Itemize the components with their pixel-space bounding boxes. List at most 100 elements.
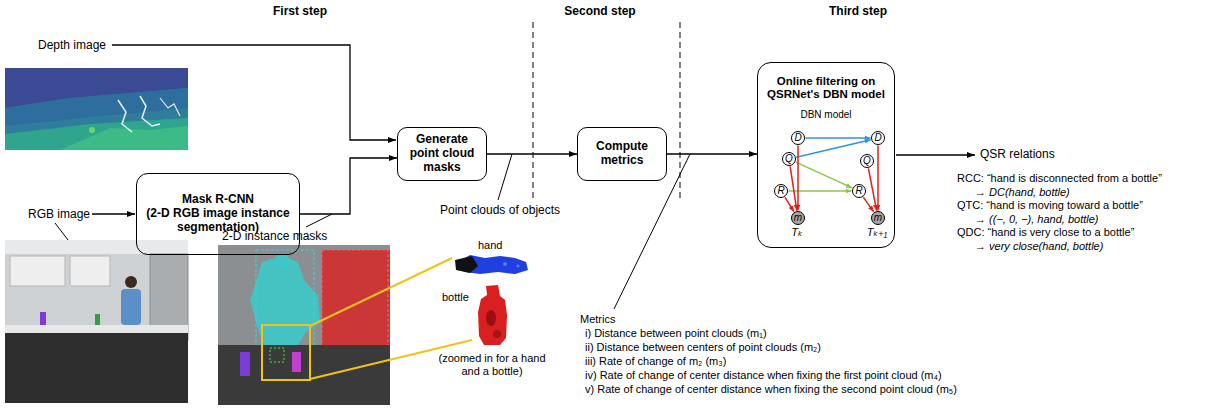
hand-cloud [456,255,528,274]
photo-cabinet [70,256,110,286]
flow-arrow [300,158,397,214]
depth-noise [160,98,180,116]
figure-label: 2-D instance masks [222,229,327,243]
relation-term: → DC(hand, bottle) [975,186,1070,199]
metric-item: i) Distance between point clouds (m₁) [585,327,767,340]
instance-mask-picture [218,245,390,405]
rgb-input-arrow [92,213,135,214]
node-symbol: m [874,213,882,223]
photo-wall [5,240,188,403]
photo-ceiling [5,240,188,254]
figure-label: Point clouds of objects [440,203,560,217]
relation-term: → very close(hand, bottle) [975,240,1103,253]
dbn-observed-node: m [871,211,885,225]
dependency-arrow [868,168,876,210]
node-symbol: R [855,186,862,196]
cloud-point [503,262,507,266]
photo-person-body [121,289,141,325]
leader-line [498,154,512,200]
dbn-node: R [774,184,788,198]
node-symbol: m [794,213,802,223]
dependency-arrow [790,166,797,210]
photo-bottle [40,312,46,325]
detection-box [270,348,284,362]
step-separator [533,22,534,198]
node-symbol: R [777,186,784,196]
dependency-arrow [877,146,879,211]
metric-item: iv) Rate of change of center distance wh… [585,369,942,382]
dependency-arrow [797,146,799,211]
bottle-cloud-shade [486,310,496,326]
box-title: Generate point cloud masks [402,133,482,174]
process-box: Generate point cloud masks [397,127,487,181]
node-symbol: Q [863,156,871,166]
dependency-arrow [796,140,870,158]
dbn-node: Q [782,152,796,166]
box-title: Online filtering on QSRNet's DBN model [762,75,890,101]
relation-text: QDC: “hand is very close to a bottle” [957,226,1134,239]
box-title: Compute metrics [582,140,662,168]
depth-region [5,118,188,150]
time-slice-label: Tₖ₊₁ [857,226,897,239]
node-symbol: Q [785,154,793,164]
output-label: QSR relations [980,147,1055,161]
rgb-image-picture [5,240,188,403]
flow-arrow [487,153,577,154]
node-symbol: D [874,133,881,143]
dbn-node: Q [860,154,874,168]
mask-ground [218,245,390,405]
relation-text: QTC: “hand is moving toward a bottle” [957,199,1143,212]
box-text: DBN model [762,109,890,121]
photo-bottle [95,314,100,325]
dbn-node: R [852,184,866,198]
step-separator [680,22,681,198]
output-arrow [896,154,975,155]
input-label: Depth image [38,38,106,52]
detection-box [256,250,314,348]
hand-point-cloud [455,255,528,274]
dbn-node: D [871,131,885,145]
depth-region [60,126,188,150]
depth-noise [118,100,132,132]
hand-cloud-shadow [455,256,478,273]
leader-line [306,214,332,227]
zoom-line [310,258,452,326]
model-box: Online filtering on QSRNet's DBN modelDB… [757,62,895,248]
input-label: RGB image [28,207,90,221]
object-label: hand [478,239,502,252]
depth-image-picture [5,68,188,150]
metric-item: ii) Distance between centers of point cl… [585,341,821,354]
metric-item: iii) Rate of change of m₂ (m₃) [585,355,726,368]
box-title: Mask R-CNN [141,193,295,207]
leader-line [614,154,690,309]
bottle-point-cloud [478,285,507,345]
dbn-node: D [791,131,805,145]
bottle-mask [240,352,250,376]
leader-line [55,223,68,240]
cloud-point [516,264,519,267]
step-heading: Third step [798,4,918,18]
dependency-arrow [796,162,852,188]
figure-note: (zoomed in for a hand and a bottle) [437,352,547,378]
metric-item: v) Rate of change of center distance whe… [585,383,957,396]
dependency-arrow [806,137,871,139]
dependency-arrow [863,197,873,212]
metrics-heading: Metrics [580,313,615,326]
mask-counter [218,345,390,405]
time-slice-label: Tₖ [782,226,812,239]
bottle-mask [292,352,301,372]
zoom-frame [262,325,310,380]
depth-ground [5,68,188,150]
photo-person-head [125,276,137,288]
flow-arrow [667,153,757,154]
depth-noise [140,96,160,126]
step-heading: Second step [540,4,660,18]
photo-cabinet [10,256,65,286]
depth-input-arrow [112,45,396,140]
photo-countertop [5,325,188,333]
dbn-observed-node: m [791,211,805,225]
dependency-arrow [785,197,794,211]
step-heading: First step [240,4,360,18]
bottle-cloud-shade [493,330,501,338]
